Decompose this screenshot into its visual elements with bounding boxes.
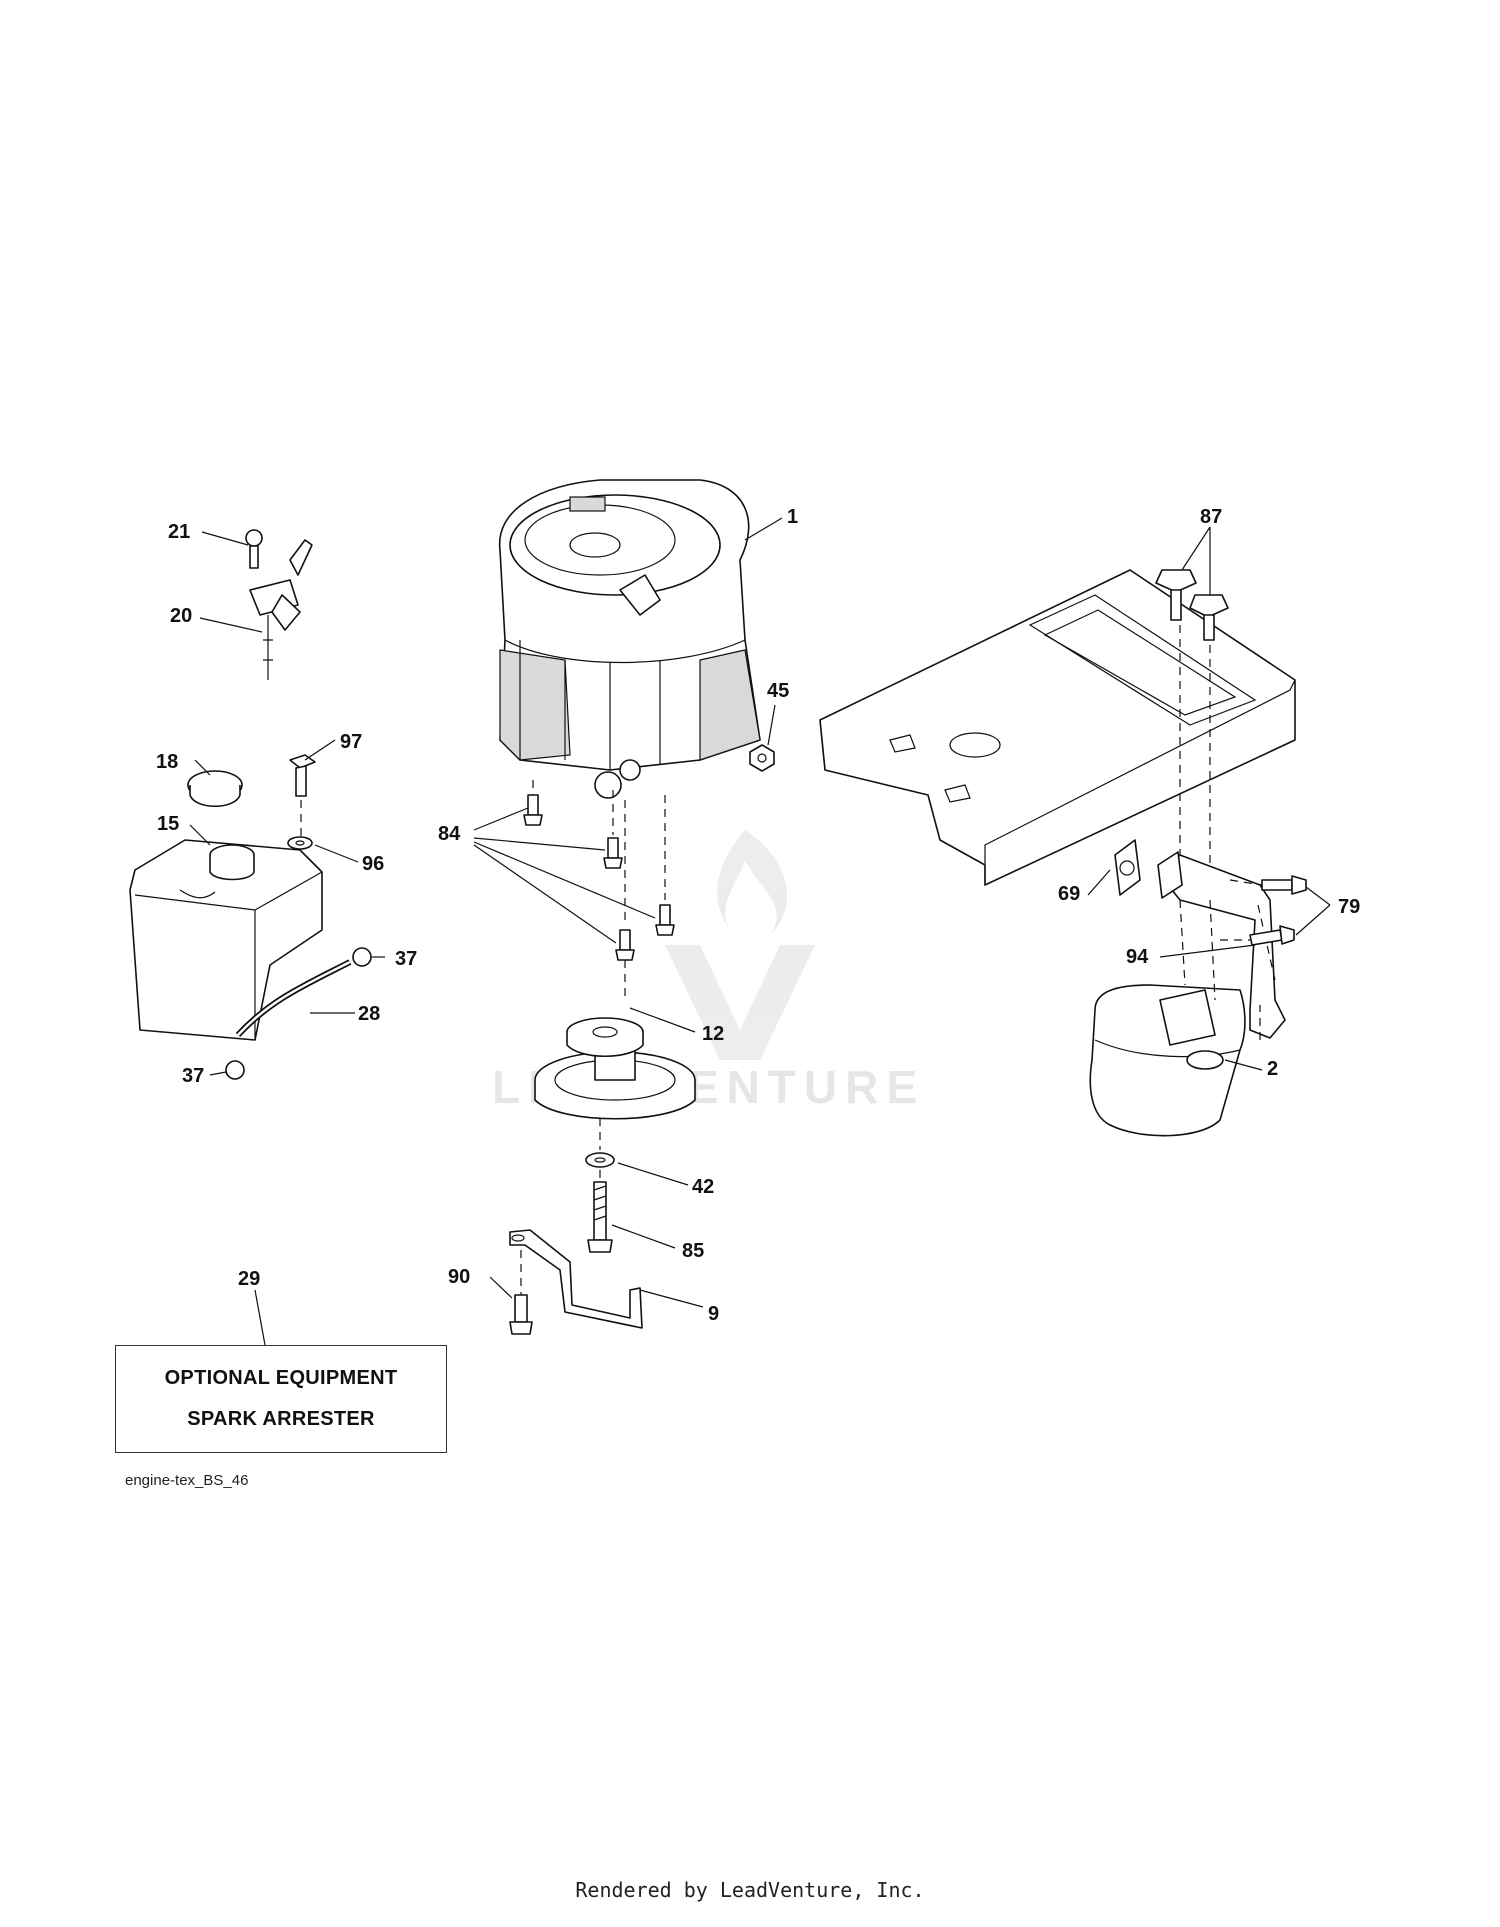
- callout-28: 28: [358, 1003, 380, 1025]
- bolts-part-79[interactable]: [1249, 875, 1307, 946]
- chassis-frame: [819, 569, 1296, 886]
- spark-arrester-label: SPARK ARRESTER: [187, 1408, 375, 1430]
- engine-part-1[interactable]: [498, 479, 761, 799]
- fuel-line-part-28[interactable]: [235, 959, 352, 1038]
- callout-12: 12: [702, 1023, 724, 1045]
- render-credit: Rendered by LeadVenture, Inc.: [575, 1878, 925, 1902]
- clamp-part-37-upper[interactable]: [352, 947, 372, 967]
- gasket-part-69[interactable]: [1114, 839, 1141, 896]
- washer-part-96[interactable]: [287, 836, 313, 850]
- clamp-part-37-lower[interactable]: [225, 1060, 245, 1080]
- bolt-part-85[interactable]: [587, 1181, 613, 1253]
- callout-85: 85: [682, 1240, 704, 1262]
- callout-2: 2: [1267, 1058, 1278, 1080]
- watermark-logo: [665, 830, 815, 1060]
- callout-18: 18: [156, 751, 178, 773]
- leader-lines: [189, 517, 1331, 1346]
- pulley-part-12[interactable]: [534, 1017, 696, 1120]
- diagram-code: engine-tex_BS_46: [125, 1472, 249, 1489]
- callout-87: 87: [1200, 506, 1222, 528]
- callout-9: 9: [708, 1303, 719, 1325]
- muffler-part-2[interactable]: [1089, 984, 1246, 1137]
- callout-90: 90: [448, 1266, 470, 1288]
- nut-part-45[interactable]: [749, 744, 775, 772]
- callout-15: 15: [157, 813, 179, 835]
- bolt-part-97[interactable]: [289, 754, 316, 797]
- fuel-cap-part-18[interactable]: [187, 770, 243, 807]
- throttle-control-part-20[interactable]: [249, 539, 313, 680]
- callout-96: 96: [362, 853, 384, 875]
- optional-equipment-label: OPTIONAL EQUIPMENT: [164, 1367, 398, 1389]
- callout-29: 29: [238, 1268, 260, 1290]
- callout-37-upper: 37: [395, 948, 417, 970]
- bolt-part-90[interactable]: [509, 1294, 533, 1335]
- callout-20: 20: [170, 605, 192, 627]
- callout-1: 1: [787, 506, 798, 528]
- bracket-part-9[interactable]: [509, 1229, 643, 1329]
- callout-94: 94: [1126, 946, 1149, 968]
- fuel-tank-part-15[interactable]: [129, 839, 323, 1041]
- callout-84: 84: [438, 823, 461, 845]
- callout-79: 79: [1338, 896, 1360, 918]
- callout-45: 45: [767, 680, 789, 702]
- bolts-part-84[interactable]: [523, 794, 675, 961]
- screw-part-21[interactable]: [245, 529, 263, 569]
- exhaust-pipe-part-94[interactable]: [1157, 851, 1286, 1039]
- callout-21: 21: [168, 521, 190, 543]
- bolts-part-87[interactable]: [1155, 569, 1229, 641]
- washer-part-42[interactable]: [585, 1152, 615, 1168]
- callout-97: 97: [340, 731, 362, 753]
- optional-equipment-box: OPTIONAL EQUIPMENT SPARK ARRESTER: [115, 1345, 447, 1453]
- callout-42: 42: [692, 1176, 714, 1198]
- callout-69: 69: [1058, 883, 1080, 905]
- callout-37-lower: 37: [182, 1065, 204, 1087]
